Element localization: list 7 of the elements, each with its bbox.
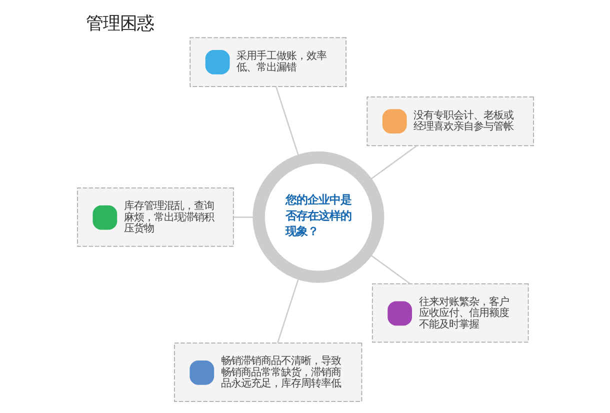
node-box: 采用手工做账，效率低、常出漏错 (189, 37, 346, 87)
node-circle: 您的企业中是否存在这样的现象？ (252, 151, 384, 283)
node-box: 没有专职会计、老板或经理喜欢亲自参与管帐 (366, 96, 534, 146)
node-box: 库存管理混乱，查询麻烦，常出现滞销积压货物 (76, 188, 234, 247)
node-box: 畅销滞销商品不清晰，导致畅销商品常常缺货，滞销商品永远充足，库存周转率低 (174, 342, 362, 402)
node-box: 往来对账繁杂，客户应收应付、信用额度不能及时掌握 (371, 283, 528, 343)
diagram-title: 管理困惑 (86, 14, 154, 34)
